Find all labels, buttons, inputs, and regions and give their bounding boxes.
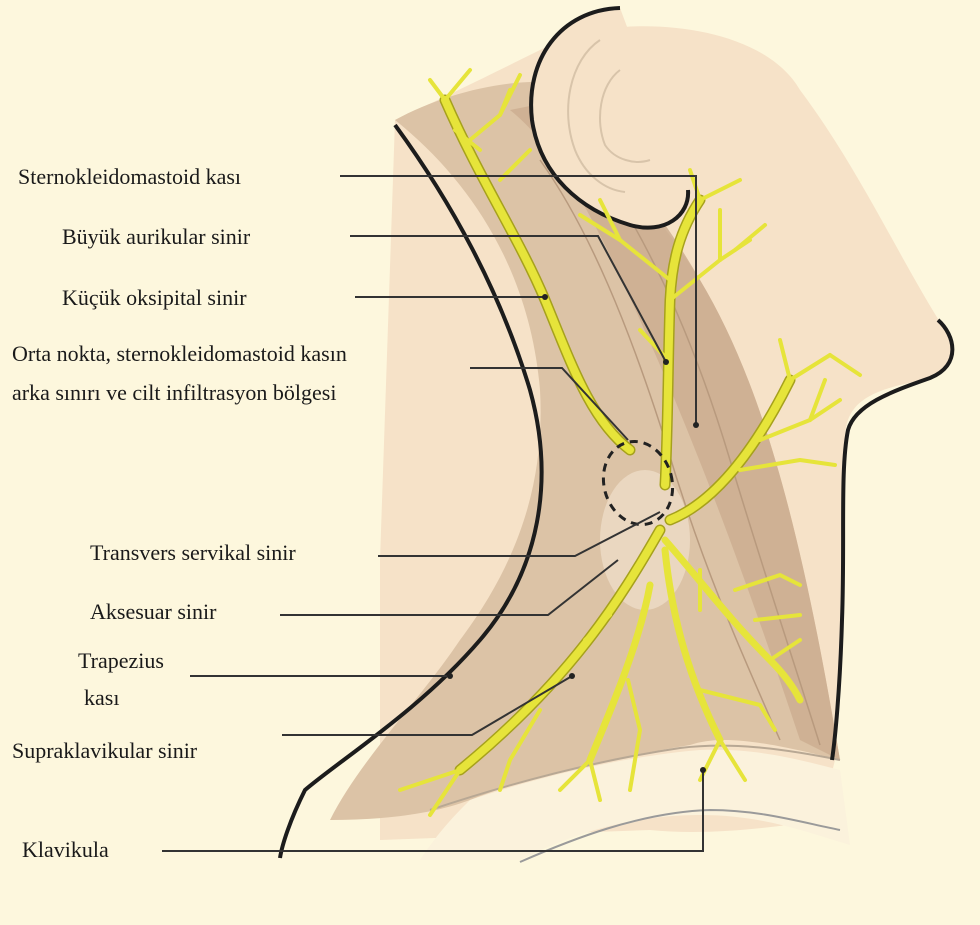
leader-supraclavicular-dot: [569, 673, 575, 679]
infiltration-zone: [600, 470, 690, 610]
label-transverse-cervical: Transvers servikal sinir: [90, 540, 296, 565]
label-great-auricular: Büyük aurikular sinir: [62, 224, 251, 249]
label-midpoint-line1: Orta nokta, sternokleidomastoid kasın: [12, 341, 347, 366]
label-sternocleidomastoid: Sternokleidomastoid kası: [18, 164, 241, 189]
leader-trapezius-dot: [447, 673, 453, 679]
label-lesser-occipital: Küçük oksipital sinir: [62, 285, 247, 310]
label-trapezius-line2: kası: [84, 685, 119, 710]
label-supraclavicular: Supraklavikular sinir: [12, 738, 198, 763]
label-trapezius-line1: Trapezius: [78, 648, 164, 673]
leader-clavicle-dot: [700, 767, 706, 773]
leader-lesser-occipital-dot: [542, 294, 548, 300]
label-midpoint-line2: arka sınırı ve cilt infiltrasyon bölgesi: [12, 380, 336, 405]
label-accessory: Aksesuar sinir: [90, 599, 217, 624]
leader-scm-dot: [693, 422, 699, 428]
leader-great-auricular-dot: [663, 359, 669, 365]
label-clavicle: Klavikula: [22, 837, 109, 862]
